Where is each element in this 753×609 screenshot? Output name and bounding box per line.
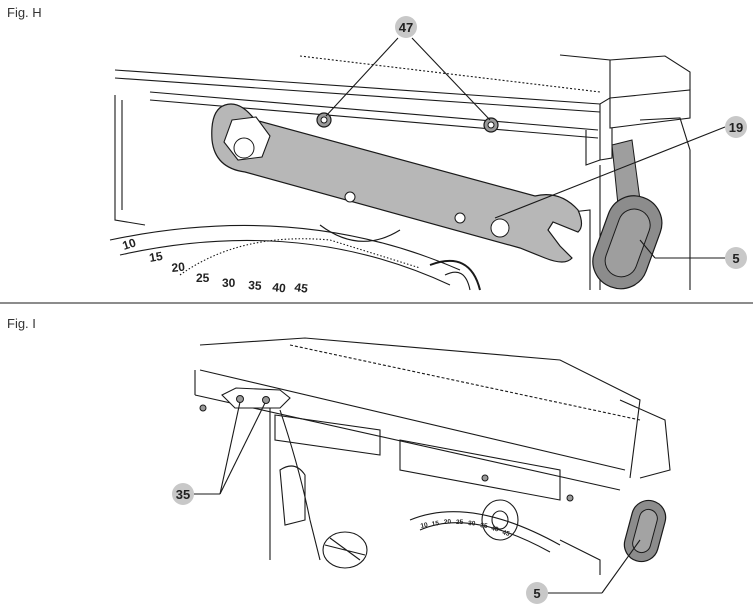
fence-profile	[599, 104, 613, 161]
bevel-scale-ticks	[179, 238, 421, 276]
wrench-hole-small	[344, 191, 356, 203]
scale-label-i-3: 25	[456, 519, 464, 526]
scale-label-i-4: 30	[468, 520, 476, 528]
scale-label-h-1: 15	[148, 249, 164, 265]
screws-47	[316, 112, 499, 133]
table-top-edge	[199, 337, 641, 479]
leader-lines-i	[194, 401, 641, 594]
bevel-scale-arc-i-inner	[419, 522, 551, 553]
callout-35: 35	[172, 483, 194, 505]
scale-label-h-5: 35	[248, 278, 263, 293]
scale-label-h-6: 40	[272, 280, 287, 295]
body-window-left	[274, 414, 381, 456]
fence-rail-line-2	[149, 91, 599, 131]
scale-label-h-0: 10	[121, 235, 138, 253]
fence-top-edge	[114, 54, 611, 105]
scale-label-i-1: 15	[431, 520, 440, 528]
fence-profile-2	[585, 130, 601, 166]
scale-label-i-7: 45	[501, 529, 510, 538]
callout-35-text: 35	[176, 487, 190, 502]
switch-housing	[279, 465, 306, 526]
bevel-lock-knob	[481, 499, 519, 541]
fence-end-top	[609, 55, 691, 90]
body-left-edge	[114, 95, 146, 226]
scale-label-h-2: 20	[171, 260, 186, 275]
fig-i-drawing	[194, 337, 671, 575]
scale-label-i-0: 10	[420, 522, 429, 530]
height-wheel-ribs	[324, 537, 366, 561]
fig-h-drawing	[109, 54, 691, 291]
callout-5-h: 5	[725, 247, 747, 269]
scale-label-i-5: 35	[480, 522, 489, 530]
wrench-hole-large	[233, 137, 255, 159]
leader-lines-h	[325, 37, 726, 259]
figure-i-label: Fig. I	[7, 316, 36, 331]
housing-lower-right	[559, 539, 601, 575]
fence-front-edge	[199, 369, 626, 471]
callout-47: 47	[395, 16, 417, 38]
scale-label-h-4: 30	[222, 276, 236, 290]
housing-right	[639, 117, 691, 290]
cover-plate-35	[199, 387, 574, 502]
callout-47-text: 47	[399, 20, 413, 35]
fence-lower-edge	[194, 394, 621, 491]
callout-5-h-text: 5	[732, 251, 739, 266]
bevel-scale-arc-inner	[119, 239, 451, 286]
callout-5-i: 5	[526, 582, 548, 604]
bevel-scale-arc-i	[409, 511, 561, 546]
callout-19: 19	[725, 116, 747, 138]
scale-label-h-7: 45	[294, 280, 309, 296]
body-window-right	[399, 439, 561, 501]
fence-end-block	[609, 89, 691, 129]
body-inner-contour	[279, 409, 321, 561]
adjust-handle-inner	[444, 271, 471, 291]
scale-label-i-2: 20	[444, 518, 452, 526]
locking-lever-i	[623, 499, 667, 563]
wrench-hole-small-2	[454, 212, 466, 224]
scale-label-i-6: 40	[491, 525, 500, 533]
bevel-scale-labels-i: 10 15 20 25 30 35 40 45	[420, 518, 511, 538]
adjust-handle	[429, 260, 481, 291]
table-groove	[289, 344, 641, 421]
bevel-scale-labels-h: 10 15 20 25 30 35 40 45	[121, 235, 309, 296]
callout-19-text: 19	[729, 120, 743, 135]
wrench	[211, 103, 583, 263]
wrench-hole-medium	[490, 218, 510, 238]
fence-rail-line	[114, 77, 601, 113]
fence-end-block-i	[619, 399, 671, 479]
scale-label-h-3: 25	[196, 271, 210, 285]
callout-5-i-text: 5	[533, 586, 540, 601]
figure-h-label: Fig. H	[7, 5, 42, 20]
bevel-scale-arc	[109, 224, 461, 271]
bevel-lock-knob-center	[491, 510, 509, 530]
locking-lever-h	[592, 139, 663, 290]
blade-guard	[319, 224, 401, 242]
height-wheel	[322, 531, 368, 569]
